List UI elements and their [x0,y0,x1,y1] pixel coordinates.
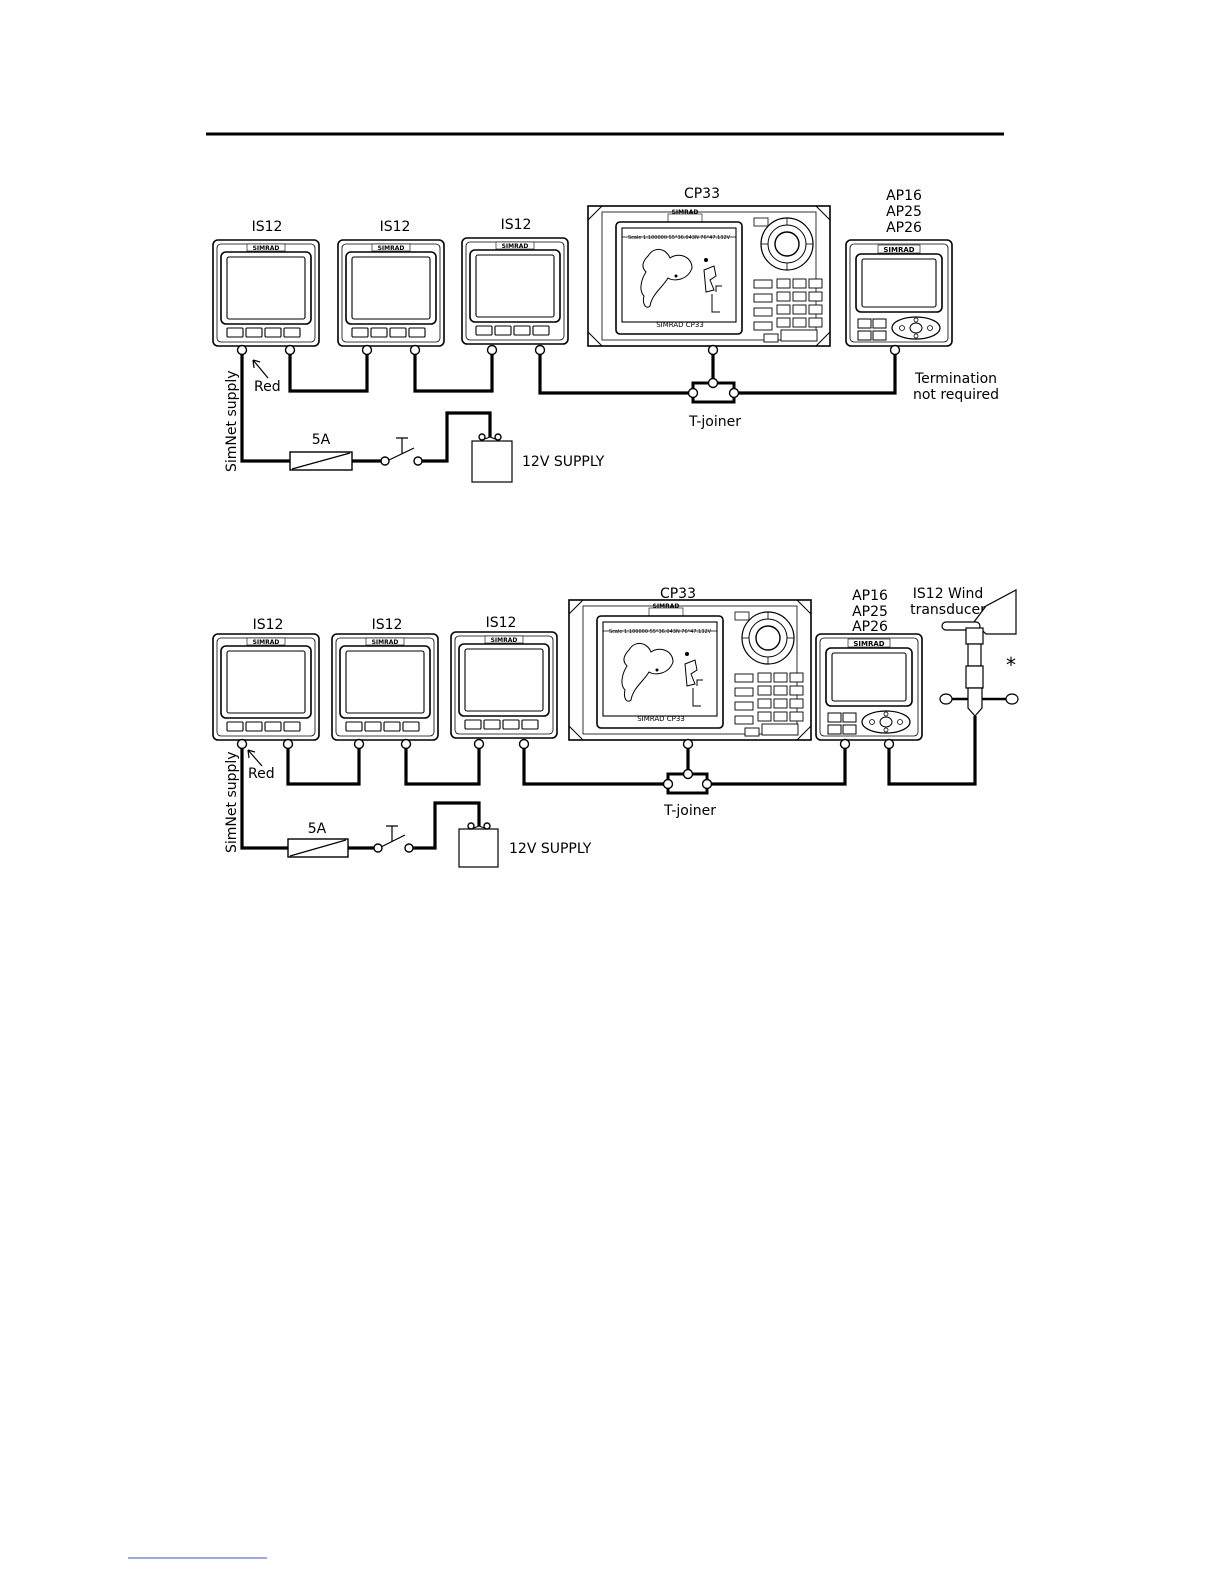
cp33-brand: SIMRAD [672,209,699,216]
cable-joiner-ap [734,350,897,395]
diagram-bottom: Scale 1:100000 55°36.043N 76°47.132V SIM… [212,586,1019,868]
label-simnet-supply: SimNet supply [224,751,240,853]
label-ap25: AP25 [886,204,922,220]
cable-is12-2-3 [413,350,494,393]
wind-transducer [939,589,1019,717]
cp33-unit [568,599,812,741]
cp33-screen-header: Scale 1:100000 55°36.043N 76°47.132V [628,235,731,241]
is12-unit-2 [337,239,445,347]
label-t-joiner: T-joiner [688,414,741,430]
label-is12-3: IS12 [486,615,517,631]
label-is12-1: IS12 [253,617,284,633]
is12-unit-1 [212,633,320,741]
cp33-screen-footer: SIMRAD CP33 [656,321,704,329]
label-ap25: AP25 [852,604,888,620]
connectors [236,344,901,466]
label-red: Red [254,379,281,395]
is12-unit-3 [450,631,558,739]
cp33-screen-header: Scale 1:100000 55°36.043N 76°47.132V [609,629,712,635]
battery [471,440,513,483]
label-is12-3: IS12 [501,217,532,233]
label-is12-1: IS12 [252,219,283,235]
label-ap26: AP26 [886,220,922,236]
label-red: Red [248,766,275,782]
autopilot-unit [845,239,953,347]
cable-ap-wind [887,716,977,786]
label-wind-2: transducer [910,602,986,618]
label-is12-2: IS12 [380,219,411,235]
red-arrow [252,359,269,379]
label-fuse: 5A [308,821,327,837]
switch [380,825,406,848]
cp33-brand: SIMRAD [653,603,680,610]
label-12v-supply: 12V SUPPLY [522,454,605,470]
label-fuse: 5A [312,432,331,448]
label-is12-2: IS12 [372,617,403,633]
label-12v-supply: 12V SUPPLY [509,841,592,857]
label-t-joiner: T-joiner [663,803,716,819]
connectors [236,738,895,853]
cp33-screen-footer: SIMRAD CP33 [637,715,685,723]
supply-cable [240,744,288,850]
label-ap16: AP16 [852,588,888,604]
cable-is12-3-joiner [538,350,693,395]
is12-unit-1 [212,239,320,347]
label-ap16: AP16 [886,188,922,204]
label-wind-1: IS12 Wind [913,586,983,602]
diagram-top: Scale 1:100000 55°36.043N 76°47.132V SIM… [212,186,999,483]
label-simnet-supply: SimNet supply [224,370,240,472]
label-asterisk: * [1006,653,1016,677]
label-cp33: CP33 [684,186,720,202]
cable-is12-3-joiner [522,744,668,786]
supply-cable [240,350,290,463]
battery [458,828,499,868]
cp33-unit [587,205,831,347]
label-ap26: AP26 [852,619,888,635]
cable-joiner-ap [707,744,847,786]
cable-is12-1-2 [288,350,369,393]
autopilot-unit [815,633,923,741]
cable-is12-2-3 [404,744,481,786]
label-cp33: CP33 [660,586,696,602]
label-termination-2: not required [913,387,999,403]
cable-is12-1-2 [286,744,361,786]
red-arrow [247,749,263,767]
switch [388,437,415,461]
is12-unit-2 [331,633,439,741]
label-termination-1: Termination [914,371,997,387]
is12-unit-3 [461,237,569,345]
